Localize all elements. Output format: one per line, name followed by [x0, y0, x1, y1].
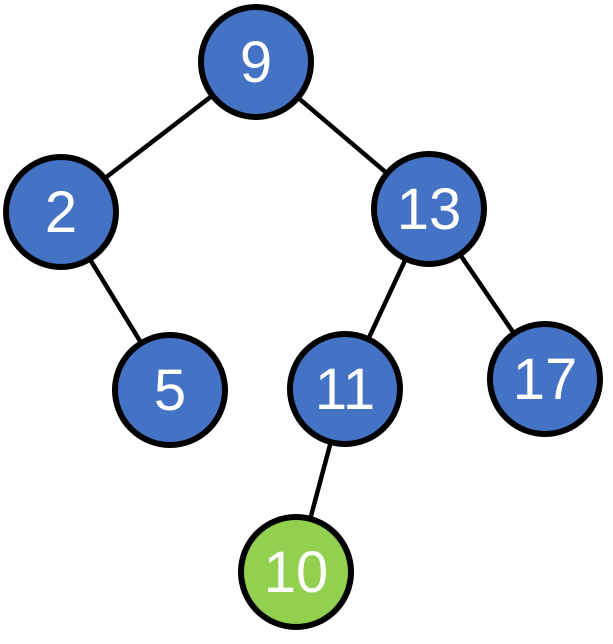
tree-node-17: 17: [487, 321, 603, 437]
node-label-10: 10: [264, 540, 329, 605]
node-circle-13: [371, 151, 487, 267]
tree-node-13: 13: [371, 151, 487, 267]
tree-node-11: 11: [287, 331, 403, 447]
tree-node-10: 10: [238, 514, 354, 630]
tree-node-2: 2: [3, 154, 119, 270]
node-label-11: 11: [315, 357, 375, 422]
node-label-13: 13: [397, 177, 462, 242]
node-label-2: 2: [45, 180, 77, 245]
node-circle-9: [198, 4, 314, 120]
node-circle-5: [112, 332, 228, 448]
node-circle-10: [238, 514, 354, 630]
tree-node-5: 5: [112, 332, 228, 448]
node-label-9: 9: [240, 30, 272, 95]
node-circle-2: [3, 154, 119, 270]
node-circle-17: [487, 321, 603, 437]
node-label-17: 17: [513, 347, 578, 412]
node-label-5: 5: [154, 358, 186, 423]
node-circle-11: [287, 331, 403, 447]
tree-node-9: 9: [198, 4, 314, 120]
